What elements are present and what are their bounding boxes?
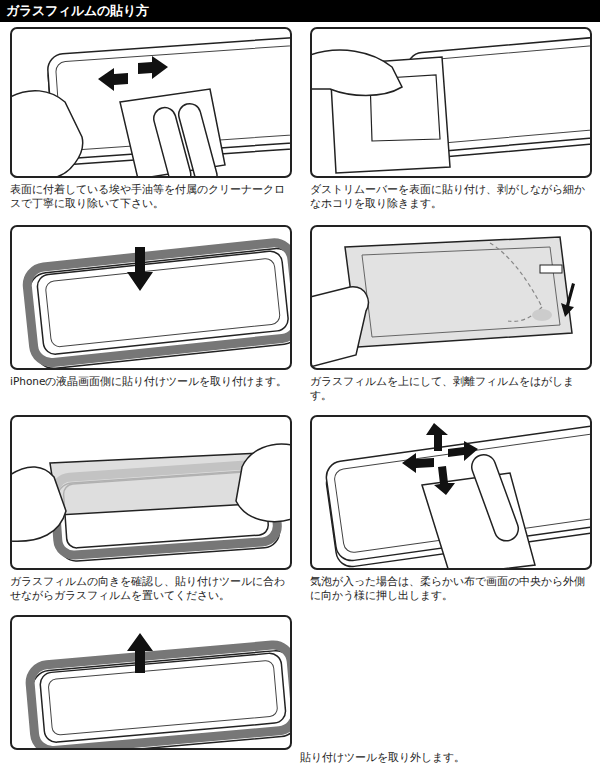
phone-screen xyxy=(45,258,281,348)
release-film-tab xyxy=(532,309,552,321)
peel-line xyxy=(490,243,542,307)
finger xyxy=(468,451,521,544)
application-tool xyxy=(29,643,292,750)
glass-film xyxy=(345,237,572,347)
film-screen-area xyxy=(362,247,560,337)
arrow xyxy=(127,247,153,291)
instruction-panel: iPhoneの液晶画面側に貼り付けツールを取り付けます。 xyxy=(10,225,292,370)
step-caption: ガラスフィルムの向きを確認し、貼り付けツールに合わせながらガラスフィルムを置いて… xyxy=(10,574,294,602)
film-tab xyxy=(540,265,562,273)
step-caption: iPhoneの液晶画面側に貼り付けツールを取り付けます。 xyxy=(10,374,294,388)
hand xyxy=(236,444,292,522)
instruction-panel: 表面に付着している埃や手油等を付属のクリーナークロスで丁寧に取り除いて下さい。 xyxy=(10,27,292,178)
title-bar: ガラスフィルムの貼り方 xyxy=(0,0,600,22)
hand xyxy=(310,287,368,367)
instruction-panel: ガラスフィルムを上にして、剥離フィルムをはがします。 xyxy=(310,225,592,370)
application-tool xyxy=(25,241,292,364)
dust-remover-scene xyxy=(310,33,592,173)
finger xyxy=(176,101,219,178)
arrow xyxy=(402,453,434,473)
phone-body xyxy=(36,250,289,355)
remove-bubbles-scene xyxy=(324,423,592,570)
step-caption: ダストリムーバーを表面に貼り付け、剥がしながら細かなホコリを取り除きます。 xyxy=(310,182,594,210)
arrow xyxy=(426,423,448,451)
step-caption: ガラスフィルムを上にして、剥離フィルムをはがします。 xyxy=(310,374,594,402)
arrow xyxy=(127,633,153,673)
instruction-panel: ガラスフィルムの向きを確認し、貼り付けツールに合わせながらガラスフィルムを置いて… xyxy=(10,415,292,570)
remove-tool-scene xyxy=(29,633,292,750)
phone-screen xyxy=(48,660,278,735)
place-film-scene xyxy=(10,444,292,562)
instruction-panel: 貼り付けツールを取り外します。 xyxy=(10,615,292,750)
cleaning-scene xyxy=(10,35,292,178)
attach-tool-scene xyxy=(25,241,292,370)
hand xyxy=(310,50,402,95)
instruction-panel: 気泡が入った場合は、柔らかい布で画面の中央から外側に向かう様に押し出します。 xyxy=(310,415,592,570)
step-caption: 貼り付けツールを取り外します。 xyxy=(300,750,592,764)
arrow xyxy=(98,68,128,91)
glass-film xyxy=(50,453,268,515)
arrow xyxy=(138,56,168,79)
hand xyxy=(10,467,66,541)
arrow xyxy=(448,441,478,461)
step-caption: 表面に付着している埃や手油等を付属のクリーナークロスで丁寧に取り除いて下さい。 xyxy=(10,182,294,210)
arrow xyxy=(561,283,575,317)
step-caption: 気泡が入った場合は、柔らかい布で画面の中央から外側に向かう様に押し出します。 xyxy=(310,574,594,602)
arrow xyxy=(434,466,455,495)
hand xyxy=(10,91,83,178)
instruction-panel: ダストリムーバーを表面に貼り付け、剥がしながら細かなホコリを取り除きます。 xyxy=(310,27,592,178)
phone-body xyxy=(39,652,286,743)
peel-film-scene xyxy=(310,237,575,367)
